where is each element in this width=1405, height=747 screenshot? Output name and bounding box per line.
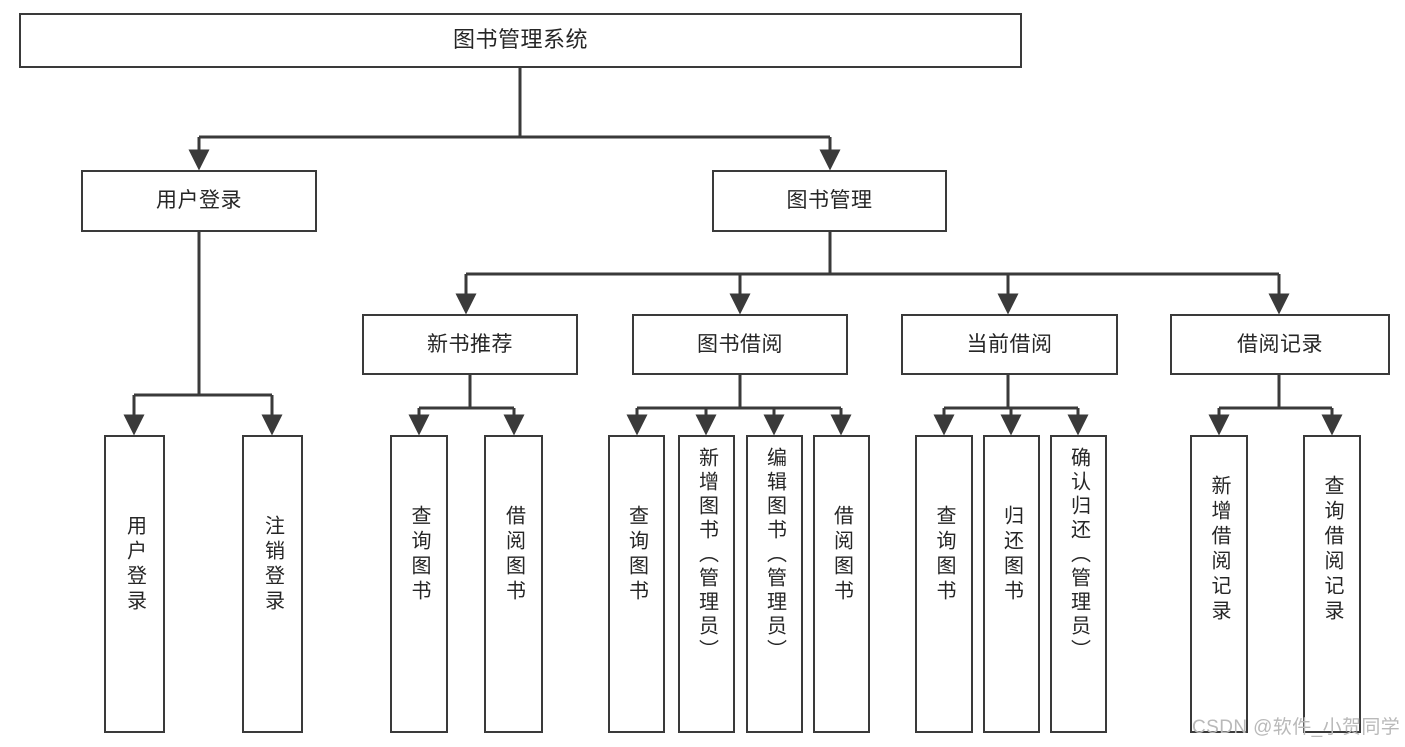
node-leaf-add-borrow-record[interactable]: 新增借阅记录 — [1190, 435, 1248, 733]
node-new-book-rec-label: 新书推荐 — [427, 332, 513, 356]
node-leaf-borrow-query-book-label: 查询图书 — [625, 505, 648, 605]
node-book-manage-label: 图书管理 — [786, 189, 873, 213]
node-book-borrow[interactable]: 图书借阅 — [632, 314, 848, 375]
node-borrow-record[interactable]: 借阅记录 — [1170, 314, 1390, 375]
node-leaf-borrow-book[interactable]: 借阅图书 — [813, 435, 870, 733]
node-root-label: 图书管理系统 — [452, 27, 588, 53]
node-leaf-edit-book-admin-label: 编辑图书（管理员） — [763, 447, 786, 663]
node-leaf-query-borrow-record[interactable]: 查询借阅记录 — [1303, 435, 1361, 733]
node-user-login-label: 用户登录 — [156, 189, 242, 213]
node-leaf-rec-borrow-book[interactable]: 借阅图书 — [484, 435, 543, 733]
node-borrow-record-label: 借阅记录 — [1237, 332, 1323, 356]
node-new-book-rec[interactable]: 新书推荐 — [362, 314, 578, 375]
node-leaf-add-borrow-record-label: 新增借阅记录 — [1208, 475, 1230, 625]
node-current-borrow-label: 当前借阅 — [966, 332, 1053, 356]
node-root[interactable]: 图书管理系统 — [19, 13, 1022, 68]
node-leaf-confirm-return-admin-label: 确认归还（管理员） — [1067, 447, 1090, 663]
node-leaf-cur-query-book[interactable]: 查询图书 — [915, 435, 973, 733]
node-leaf-add-book-admin-label: 新增图书（管理员） — [695, 447, 718, 663]
node-leaf-return-book-label: 归还图书 — [1000, 505, 1023, 605]
node-leaf-borrow-query-book[interactable]: 查询图书 — [608, 435, 665, 733]
node-leaf-user-logout-label: 注销登录 — [261, 515, 284, 615]
node-leaf-edit-book-admin[interactable]: 编辑图书（管理员） — [746, 435, 803, 733]
node-leaf-borrow-book-label: 借阅图书 — [830, 505, 853, 605]
node-current-borrow[interactable]: 当前借阅 — [901, 314, 1118, 375]
node-book-manage[interactable]: 图书管理 — [712, 170, 947, 232]
node-leaf-user-login-label: 用户登录 — [123, 515, 146, 615]
node-leaf-query-borrow-record-label: 查询借阅记录 — [1321, 475, 1343, 625]
node-user-login[interactable]: 用户登录 — [81, 170, 317, 232]
node-leaf-rec-query-book-label: 查询图书 — [408, 505, 430, 605]
node-leaf-confirm-return-admin[interactable]: 确认归还（管理员） — [1050, 435, 1107, 733]
node-leaf-user-login[interactable]: 用户登录 — [104, 435, 165, 733]
node-book-borrow-label: 图书借阅 — [697, 332, 783, 356]
csdn-watermark: CSDN @软件_小贺同学 — [1192, 717, 1401, 738]
node-leaf-return-book[interactable]: 归还图书 — [983, 435, 1040, 733]
node-leaf-user-logout[interactable]: 注销登录 — [242, 435, 303, 733]
node-leaf-rec-query-book[interactable]: 查询图书 — [390, 435, 448, 733]
node-leaf-add-book-admin[interactable]: 新增图书（管理员） — [678, 435, 735, 733]
node-leaf-cur-query-book-label: 查询图书 — [933, 505, 955, 605]
node-leaf-rec-borrow-book-label: 借阅图书 — [502, 505, 525, 605]
